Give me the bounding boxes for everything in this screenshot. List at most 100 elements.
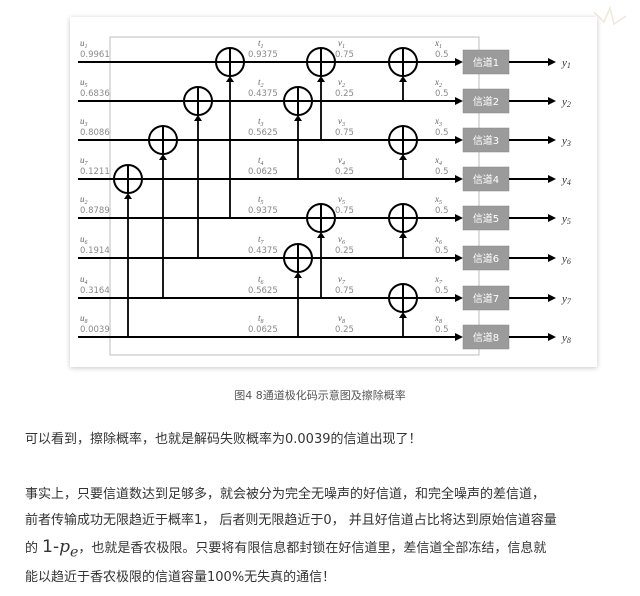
t-value: 0.9375 — [248, 206, 278, 216]
v-label: v2 — [338, 77, 345, 89]
v-label: v4 — [338, 155, 345, 167]
capacity-formula: 1-pe — [42, 537, 79, 561]
t-label: t6 — [258, 274, 264, 286]
arrow-head — [455, 58, 463, 66]
v-label: v7 — [338, 274, 346, 286]
t-value: 0.5625 — [248, 286, 278, 296]
input-label: u8 — [80, 313, 88, 325]
v-value: 0.25 — [335, 246, 354, 256]
x-value: 0.5 — [435, 246, 449, 256]
output-label: y5 — [561, 213, 571, 226]
arrow-head — [226, 76, 234, 82]
arrow-head — [548, 58, 556, 66]
input-label: u2 — [80, 194, 88, 206]
output-label: y6 — [561, 253, 571, 266]
channel-box — [462, 205, 510, 231]
t-value: 0.4375 — [248, 89, 278, 99]
output-label: y2 — [561, 96, 571, 109]
x-label: x5 — [434, 194, 442, 206]
input-label: u3 — [80, 116, 88, 128]
arrow-head — [399, 312, 407, 318]
t-value: 0.4375 — [248, 246, 278, 256]
paragraph-observation: 可以看到，擦除概率，也就是解码失败概率为0.0039的信道出现了！ — [25, 432, 422, 447]
input-label: u4 — [80, 274, 88, 286]
arrow-head — [548, 136, 556, 144]
x-value: 0.5 — [435, 167, 449, 177]
x-label: x2 — [434, 77, 442, 89]
paragraph-text: 的 — [25, 541, 39, 556]
input-value: 0.3164 — [80, 286, 110, 296]
arrow-head — [194, 115, 202, 121]
channel-label: 信道4 — [473, 173, 499, 186]
t-label: t2 — [258, 77, 264, 89]
arrow-head — [159, 154, 167, 160]
x-value: 0.5 — [435, 206, 449, 216]
channel-label: 信道2 — [473, 95, 499, 108]
v-label: v1 — [338, 38, 345, 50]
channel-label: 信道5 — [473, 212, 499, 225]
input-label: u6 — [80, 234, 88, 246]
arrow-head — [399, 154, 407, 160]
arrow-head — [548, 294, 556, 302]
x-label: x3 — [434, 116, 442, 128]
arrow-head — [294, 272, 302, 278]
t-value: 0.0625 — [248, 325, 278, 335]
channel-label: 信道8 — [473, 331, 499, 344]
arrow-head — [455, 97, 463, 105]
paragraph-explanation: 事实上，只要信道数达到足够多，就会被分为完全无噪声的好信道，和完全噪声的差信道，… — [25, 482, 637, 591]
output-label: y1 — [561, 57, 571, 70]
channel-box — [462, 285, 510, 311]
channel-box — [462, 49, 510, 75]
t-label: t5 — [258, 194, 264, 206]
output-label: y8 — [561, 332, 571, 345]
x-value: 0.5 — [435, 286, 449, 296]
input-value: 0.8789 — [80, 206, 110, 216]
t-label: t8 — [258, 313, 264, 325]
capacity-prefix: 1- — [42, 537, 60, 557]
channel-label: 信道1 — [473, 56, 499, 69]
v-value: 0.75 — [335, 206, 354, 216]
x-label: x1 — [434, 38, 442, 50]
input-value: 0.6836 — [80, 89, 110, 99]
v-value: 0.25 — [335, 89, 354, 99]
capacity-subscript: e — [70, 544, 79, 561]
t-label: t7 — [258, 234, 265, 246]
arrow-head — [317, 76, 325, 82]
v-label: v8 — [338, 313, 345, 325]
sparkle-decoration-icon — [593, 5, 627, 26]
paragraph-line: 的 1-pe，也就是香农极限。只要将有限信息都封锁在好信道里，差信道全部冻结，信… — [25, 534, 637, 565]
arrow-head — [317, 232, 325, 238]
x-label: x7 — [434, 274, 443, 286]
arrow-head — [455, 294, 463, 302]
v-label: v6 — [338, 234, 345, 246]
channel-label: 信道3 — [473, 134, 499, 147]
channel-box — [462, 166, 510, 192]
input-value: 0.9961 — [80, 50, 110, 60]
x-label: x4 — [434, 155, 442, 167]
arrow-head — [548, 175, 556, 183]
arrow-head — [399, 232, 407, 238]
t-value: 0.9375 — [248, 50, 278, 60]
v-value: 0.75 — [335, 128, 354, 138]
input-label: u7 — [80, 155, 89, 167]
x-value: 0.5 — [435, 325, 449, 335]
input-value: 0.1211 — [80, 167, 110, 177]
capacity-symbol: p — [59, 537, 70, 557]
t-label: t4 — [258, 155, 264, 167]
v-value: 0.75 — [335, 50, 354, 60]
arrow-head — [548, 333, 556, 341]
v-label: v5 — [338, 194, 345, 206]
x-label: x8 — [434, 313, 442, 325]
figure-caption: 图4 8通道极化码示意图及擦除概率 — [234, 389, 406, 402]
channel-box — [462, 88, 510, 114]
channel-box — [462, 127, 510, 153]
arrow-head — [548, 97, 556, 105]
arrow-head — [455, 333, 463, 341]
arrow-head — [548, 254, 556, 262]
paragraph-line: 能以趋近于香农极限的信道容量100%无失真的通信！ — [25, 570, 336, 586]
input-value: 0.8086 — [80, 128, 110, 138]
arrow-head — [455, 254, 463, 262]
v-value: 0.25 — [335, 325, 354, 335]
